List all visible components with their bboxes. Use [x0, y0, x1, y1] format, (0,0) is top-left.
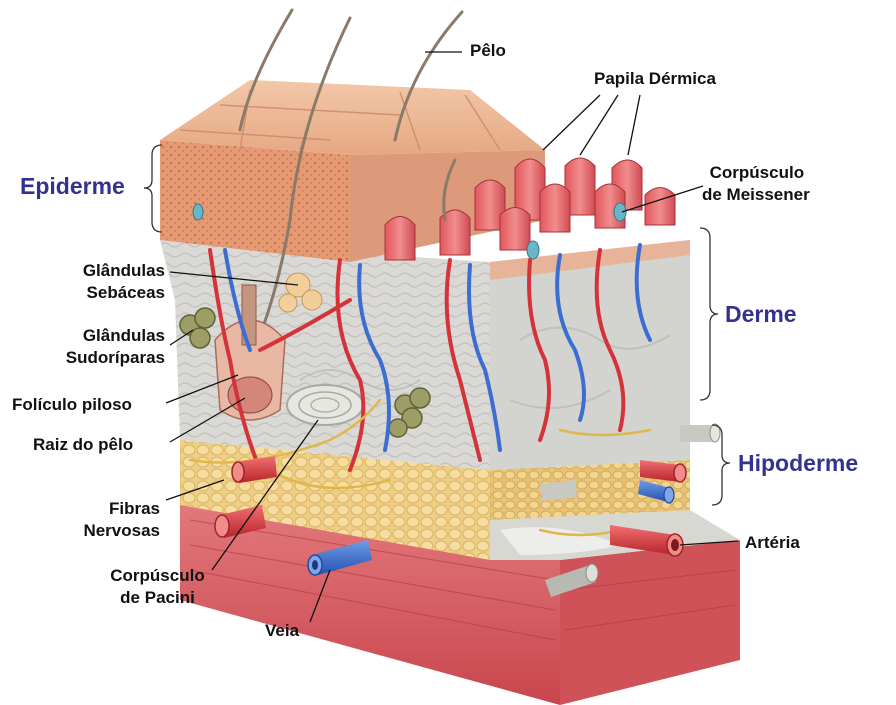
artery-label: Artéria [745, 532, 800, 554]
nerve-line-1: Fibras [30, 498, 160, 520]
sweat-glands-label: Glândulas Sudoríparas [20, 325, 165, 369]
epidermis-section-label: Epiderme [20, 173, 125, 200]
sebaceous-line-1: Glândulas [30, 260, 165, 282]
meissner-corpuscle-label: Corpúsculo de Meissener [702, 162, 810, 206]
hypodermis-section-label: Hipoderme [738, 450, 858, 477]
meissner-line-1: Corpúsculo [702, 162, 810, 184]
dermis-brace [700, 228, 718, 400]
sebaceous-line-2: Sebáceas [30, 282, 165, 304]
epidermis-brace [144, 145, 162, 232]
vein-label: Veia [265, 620, 299, 642]
pacini-corpuscle-shape [287, 385, 363, 425]
sweat-line-2: Sudoríparas [20, 347, 165, 369]
dermal-papilla-label: Papila Dérmica [594, 68, 716, 90]
hair-label: Pêlo [470, 40, 506, 62]
pacini-corpuscle-label: Corpúsculo de Pacini [95, 565, 220, 609]
dermis-section-label: Derme [725, 301, 797, 328]
pacini-line-1: Corpúsculo [95, 565, 220, 587]
nerve-fibers-label: Fibras Nervosas [30, 498, 160, 542]
pacini-line-2: de Pacini [95, 587, 220, 609]
sweat-line-1: Glândulas [20, 325, 165, 347]
nerve-line-2: Nervosas [30, 520, 160, 542]
sebaceous-glands-label: Glândulas Sebáceas [30, 260, 165, 304]
meissner-line-2: de Meissener [702, 184, 810, 206]
hair-root-label: Raiz do pêlo [33, 434, 133, 456]
epidermis-block [160, 80, 545, 262]
hair-follicle-label: Folículo piloso [12, 394, 132, 416]
